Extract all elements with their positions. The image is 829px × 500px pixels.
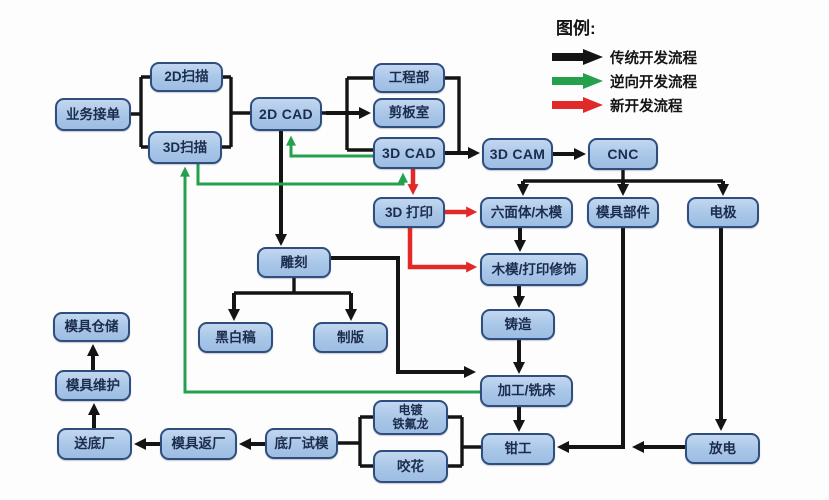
node-machining-milling: 加工/铣床	[480, 375, 573, 407]
node-cnc: CNC	[588, 138, 658, 170]
edge-cnc-fanout-line	[523, 170, 723, 183]
edge-order-scan-bracket	[131, 75, 150, 149]
node-business-order: 业务接单	[55, 98, 131, 131]
edge-moldparts-benchwork	[557, 228, 625, 453]
legend-label-traditional: 传统开发流程	[610, 50, 697, 67]
edge-engineering-to-cam-line	[445, 76, 461, 152]
green-arrow-icon	[552, 73, 603, 89]
edge-3dprint-woodfinish-red	[407, 228, 478, 273]
node-wood-mold-print-finish: 木模/打印修饰	[480, 253, 588, 286]
node-engraving: 雕刻	[257, 247, 331, 278]
node-electrode: 电极	[687, 197, 759, 228]
node-bottom-factory-trial: 底厂试模	[265, 428, 338, 459]
node-edm-discharge: 放电	[685, 433, 760, 464]
edge-milling-3dscan-green	[180, 166, 480, 394]
node-plate-making: 制版	[313, 322, 388, 353]
legend-label-reverse: 逆向开发流程	[610, 74, 697, 91]
node-plating-teflon: 电镀 铁氟龙	[373, 400, 448, 435]
legend-row-traditional: 传统开发流程	[552, 45, 697, 69]
edge-finish-trial-bracket	[338, 415, 373, 468]
node-2d-scan: 2D扫描	[150, 62, 223, 92]
black-arrow-icon	[552, 49, 603, 65]
legend-row-new: 新开发流程	[552, 93, 697, 117]
node-3d-cad: 3D CAD	[373, 137, 445, 169]
node-texture-etching: 咬花	[373, 450, 448, 483]
node-casting: 铸造	[481, 309, 555, 340]
node-mold-return-factory: 模具返厂	[160, 428, 237, 460]
legend-title: 图例:	[556, 19, 596, 38]
node-3d-print: 3D 打印	[373, 197, 445, 228]
edge-scan-2dcad-bracket	[222, 75, 250, 149]
node-bw-draft: 黑白稿	[198, 322, 273, 353]
legend-label-new: 新开发流程	[610, 98, 683, 115]
node-2d-cad: 2D CAD	[250, 97, 322, 131]
edge-3dscan-3dcad-green	[196, 164, 408, 186]
node-mold-parts: 模具部件	[587, 197, 659, 228]
legend-row-reverse: 逆向开发流程	[552, 69, 697, 93]
node-send-bottom-factory: 送底厂	[57, 428, 132, 460]
node-mold-storage: 模具仓储	[53, 312, 130, 342]
node-hexahedron-wood-mold: 六面体/木模	[480, 197, 573, 228]
legend: 图例: 传统开发流程 逆向开发流程 新开发流程	[552, 14, 697, 117]
edge-3dcad-2dcad-green	[286, 135, 373, 158]
node-shearing-room: 剪板室	[373, 98, 445, 128]
edge-engrave-milling	[331, 256, 476, 378]
node-3d-cam: 3D CAM	[482, 138, 553, 170]
edge-benchwork-finish-bracket	[448, 415, 481, 468]
node-mold-maintenance: 模具维护	[55, 370, 131, 401]
node-benchwork: 钳工	[481, 433, 555, 465]
node-engineering-dept: 工程部	[373, 63, 445, 93]
node-3d-scan: 3D扫描	[148, 131, 222, 164]
red-arrow-icon	[552, 97, 603, 113]
edge-engrave-split-line	[234, 278, 351, 295]
